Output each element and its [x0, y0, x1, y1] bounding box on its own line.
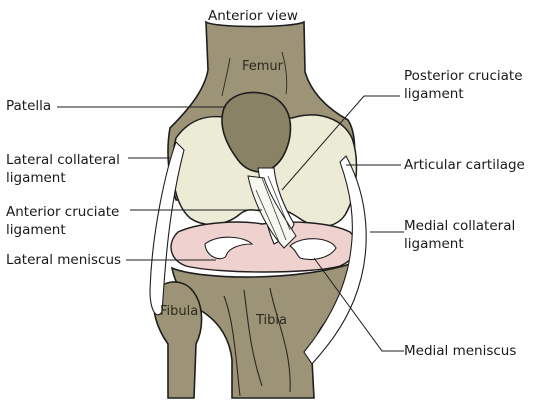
tibia-label: Tibia — [256, 312, 287, 329]
posterior-cruciate-label-line1: Posterior cruciate — [404, 68, 523, 85]
medial-collateral-label-line1: Medial collateral — [404, 218, 515, 235]
lateral-collateral-label-line1: Lateral collateral — [6, 152, 120, 169]
lateral-meniscus-label: Lateral meniscus — [6, 252, 121, 269]
medial-meniscus-label: Medial meniscus — [404, 343, 516, 360]
patella-label: Patella — [6, 98, 51, 115]
fibula-label: Fibula — [160, 303, 198, 320]
diagram-title: Anterior view — [208, 8, 298, 25]
anterior-cruciate-label-line1: Anterior cruciate — [6, 204, 119, 221]
articular-cartilage-label: Articular cartilage — [404, 157, 525, 174]
femur-label: Femur — [242, 58, 283, 75]
anterior-cruciate-label-line2: ligament — [6, 222, 66, 239]
lateral-collateral-label-line2: ligament — [6, 170, 66, 187]
medial-collateral-label-line2: ligament — [404, 236, 464, 253]
posterior-cruciate-label-line2: ligament — [404, 86, 464, 103]
